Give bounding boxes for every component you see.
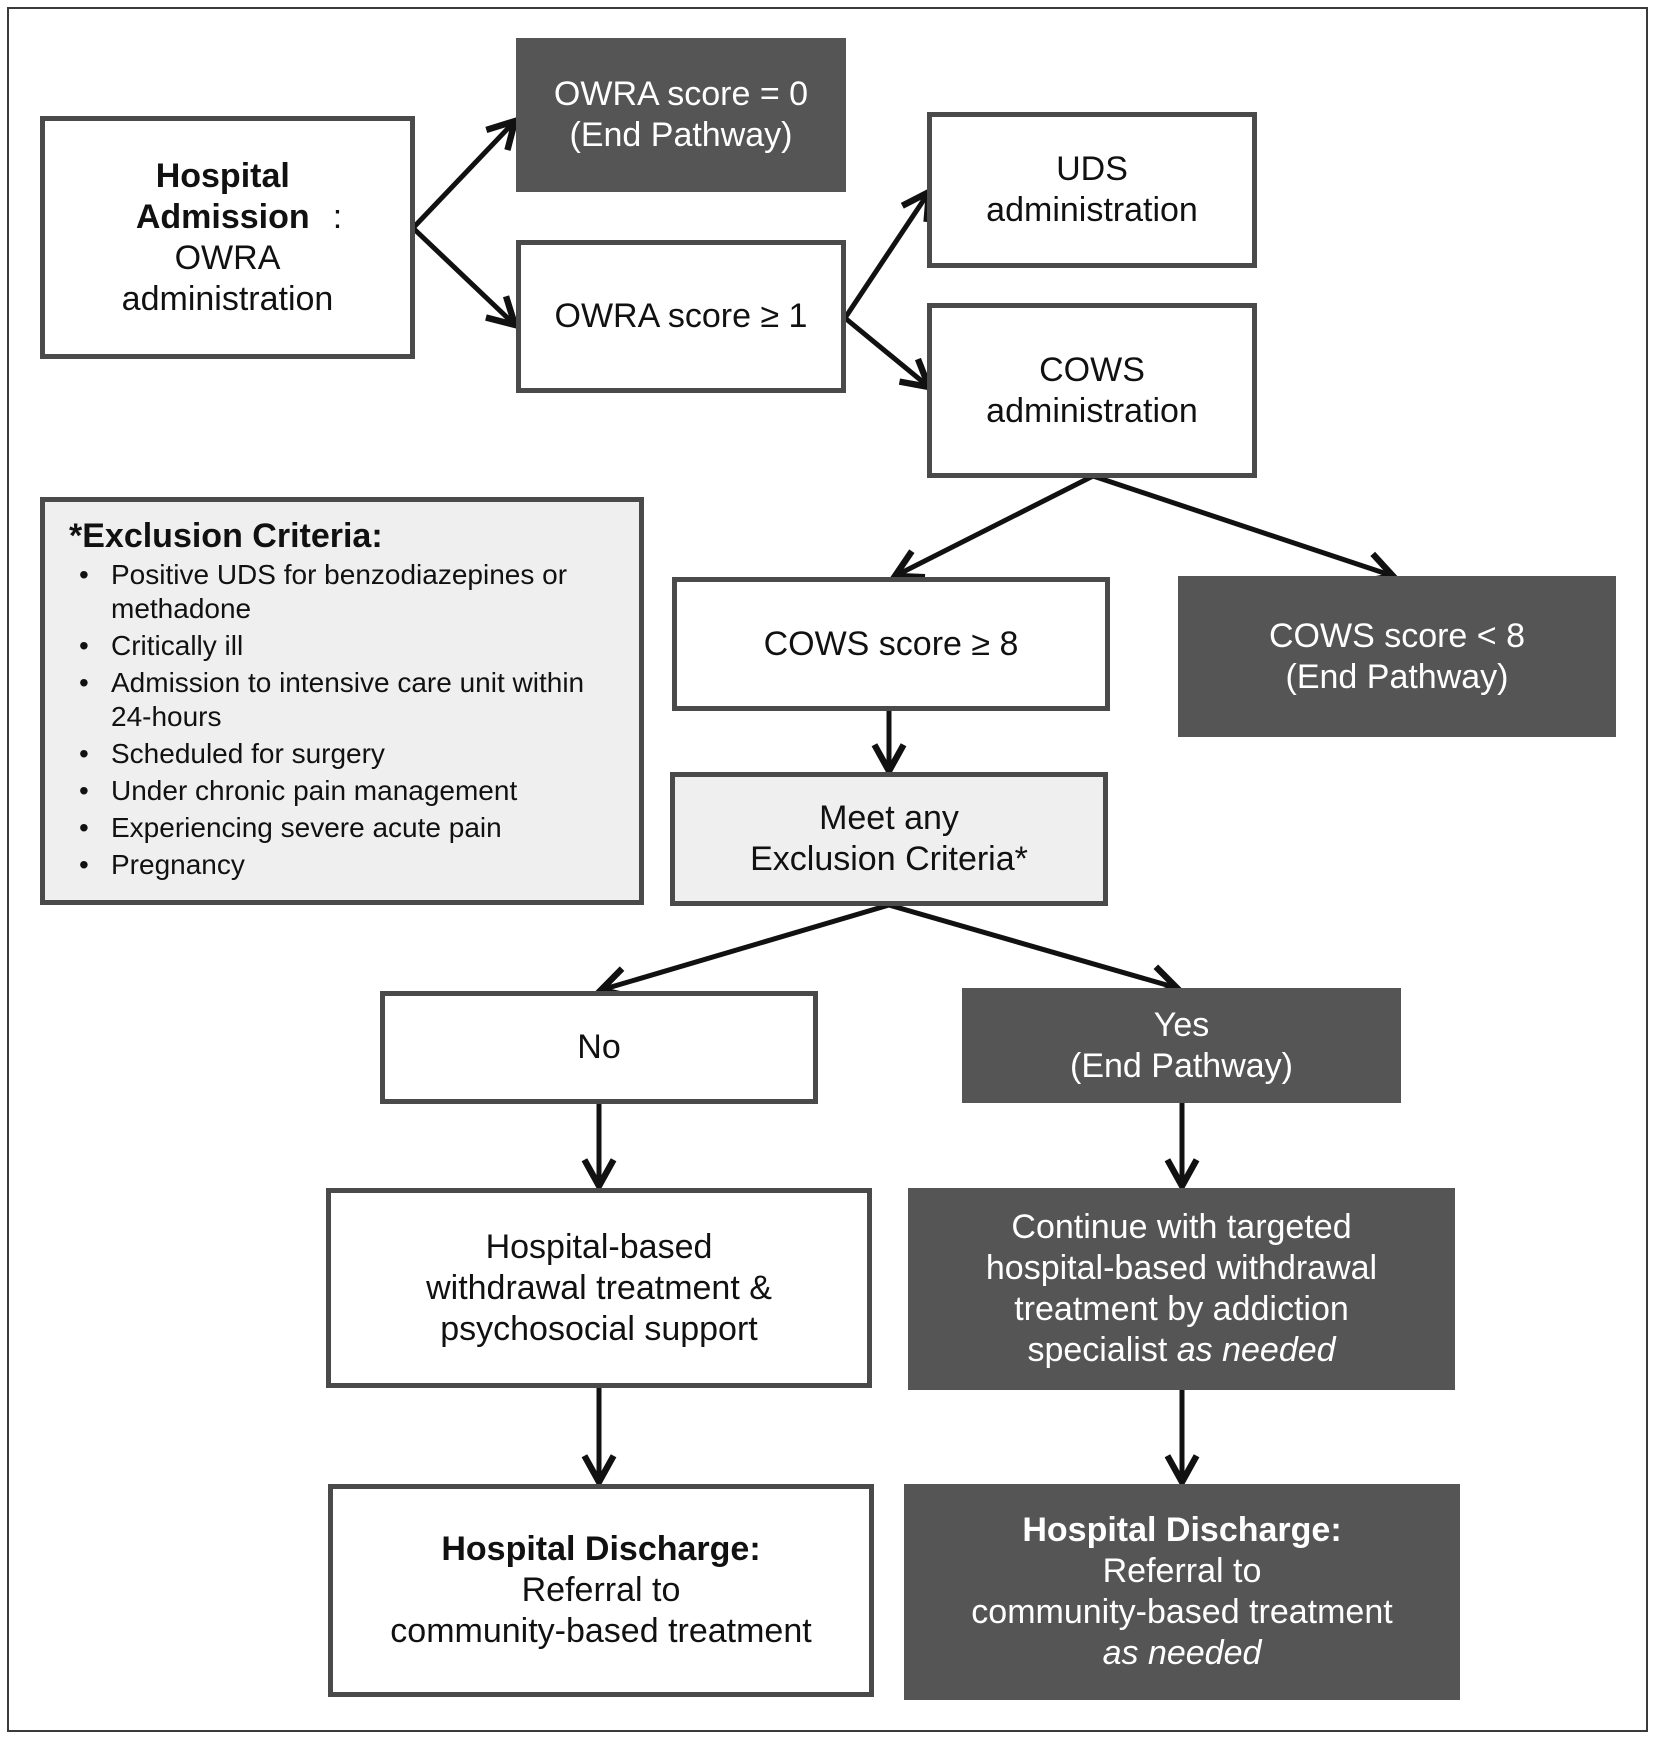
arrow-admission-to-owra-zero: [411, 121, 515, 230]
exclusion-item-text: Under chronic pain management: [111, 775, 518, 806]
node-continue-targeted-treatment: Continue with targeted hospital-based wi…: [908, 1188, 1455, 1390]
exclusion-criteria-list: •Positive UDS for benzodiazepines or met…: [69, 558, 619, 882]
exclusion-item: •Under chronic pain management: [79, 775, 518, 806]
node-cows-administration: COWS administration: [927, 303, 1257, 478]
meet-excl-line2: Exclusion Criteria*: [750, 840, 1028, 878]
admission-line4: administration: [121, 279, 334, 318]
continue-line3: treatment by addiction: [1014, 1290, 1349, 1328]
arrow-cows-admin-to-cows-lt8: [1092, 473, 1393, 576]
node-meet-exclusion-criteria: Meet any Exclusion Criteria*: [670, 772, 1108, 906]
discharge-right-line2: Referral to: [1102, 1552, 1262, 1590]
exclusion-item: •Positive UDS for benzodiazepines or met…: [79, 559, 568, 624]
exclusion-item-text: Pregnancy: [111, 849, 245, 880]
diagram-frame: [7, 7, 1648, 1732]
node-uds-administration: UDS administration: [927, 112, 1257, 268]
node-hospital-based-treatment: Hospital-based withdrawal treatment & ps…: [326, 1188, 872, 1388]
exclusion-item: •Admission to intensive care unit within…: [79, 667, 585, 732]
owra-ge1-line1: OWRA score ≥ 1: [554, 297, 808, 335]
exclusion-item-text: Positive UDS for benzodiazepines or meth…: [111, 559, 568, 624]
yes-line1: Yes: [1153, 1005, 1210, 1044]
arrow-owra-ge1-to-cows-admin: [843, 316, 929, 387]
continue-line4-italic: as needed: [1176, 1331, 1336, 1369]
node-hospital-discharge-left: Hospital Discharge: Referral to communit…: [328, 1484, 874, 1697]
owra-zero-line1: OWRA score = 0: [553, 75, 809, 113]
node-hospital-admission: Hospital Admission: OWRA administration: [40, 116, 415, 359]
discharge-right-title: Hospital Discharge:: [1022, 1511, 1342, 1549]
hosp-treat-line3: psychosocial support: [440, 1309, 758, 1348]
discharge-left-line3: community-based treatment: [390, 1612, 812, 1650]
uds-line2: administration: [986, 191, 1198, 229]
node-owra-score-zero: OWRA score = 0 (End Pathway): [516, 38, 846, 192]
arrow-meet-excl-to-no: [601, 902, 890, 990]
discharge-right-line4: as needed: [1102, 1634, 1262, 1672]
discharge-left-title: Hospital Discharge:: [441, 1530, 761, 1568]
node-cows-score-ge8: COWS score ≥ 8: [672, 577, 1110, 711]
continue-line1: Continue with targeted: [1011, 1208, 1352, 1246]
continue-line4-plain: specialist: [1027, 1331, 1177, 1369]
continue-line2: hospital-based withdrawal: [985, 1249, 1378, 1287]
discharge-right-line3: community-based treatment: [971, 1593, 1393, 1631]
arrow-cows-admin-to-cows-ge8: [895, 473, 1095, 576]
discharge-left-line2: Referral to: [521, 1571, 681, 1609]
exclusion-item-text: Admission to intensive care unit within …: [111, 667, 585, 732]
exclusion-item-text: Critically ill: [111, 630, 244, 661]
exclusion-criteria-title: *Exclusion Criteria:: [69, 517, 383, 555]
node-yes-end-pathway: Yes (End Pathway): [962, 988, 1401, 1103]
exclusion-item: •Pregnancy: [79, 849, 245, 880]
exclusion-criteria-panel: *Exclusion Criteria: •Positive UDS for b…: [40, 497, 644, 905]
admission-bold-label: Hospital Admission: [135, 156, 310, 236]
cows-admin-line1: COWS: [1039, 350, 1145, 389]
node-owra-score-ge1: OWRA score ≥ 1: [516, 240, 846, 393]
uds-line1: UDS: [1056, 150, 1128, 188]
meet-excl-line1: Meet any: [819, 799, 959, 837]
cows-ge8-line1: COWS score ≥ 8: [763, 624, 1019, 663]
exclusion-item: •Scheduled for surgery: [79, 738, 385, 769]
node-hospital-discharge-right: Hospital Discharge: Referral to communit…: [904, 1484, 1460, 1700]
cows-lt8-line2: (End Pathway): [1285, 657, 1509, 696]
no-line1: No: [577, 1028, 621, 1066]
admission-line3: OWRA: [174, 238, 281, 277]
exclusion-item: •Experiencing severe acute pain: [79, 812, 502, 843]
node-no: No: [380, 991, 818, 1104]
exclusion-item-text: Scheduled for surgery: [111, 738, 385, 769]
cows-lt8-line1: COWS score < 8: [1268, 616, 1525, 655]
node-cows-score-lt8: COWS score < 8 (End Pathway): [1178, 576, 1616, 737]
cows-admin-line2: administration: [986, 391, 1198, 430]
owra-zero-line2: (End Pathway): [569, 116, 793, 154]
admission-colon: :: [332, 197, 343, 236]
arrow-meet-excl-to-yes: [888, 902, 1177, 988]
exclusion-item-text: Experiencing severe acute pain: [111, 812, 502, 843]
exclusion-item: •Critically ill: [79, 630, 244, 661]
hosp-treat-line2: withdrawal treatment &: [426, 1268, 772, 1307]
arrow-admission-to-owra-ge1: [411, 226, 515, 325]
yes-line2: (End Pathway): [1070, 1046, 1293, 1085]
arrow-owra-ge1-to-uds: [842, 192, 929, 320]
hosp-treat-line1: Hospital-based: [485, 1227, 713, 1266]
